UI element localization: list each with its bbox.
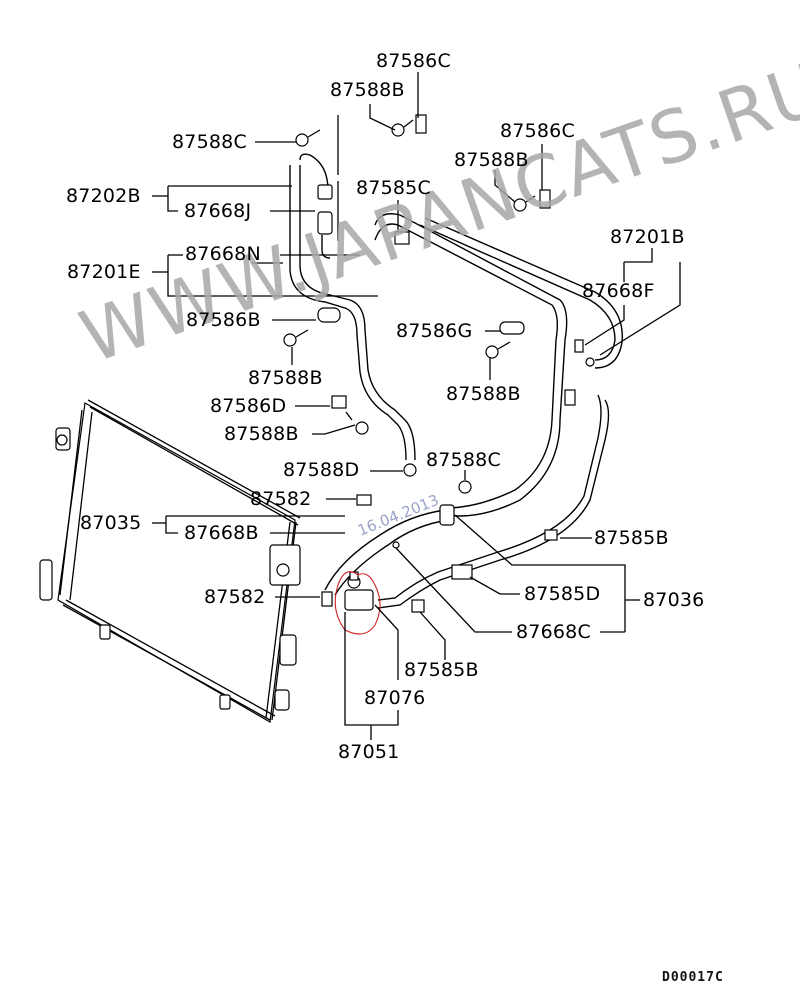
label-87586G[interactable]: 87586G xyxy=(396,320,473,342)
label-87202B[interactable]: 87202B xyxy=(66,185,141,207)
label-87668C[interactable]: 87668C xyxy=(516,621,591,643)
part-87076[interactable] xyxy=(334,571,381,635)
label-87201B[interactable]: 87201B xyxy=(610,226,685,248)
label-87588B-mid-right[interactable]: 87588B xyxy=(446,383,521,405)
label-87668J[interactable]: 87668J xyxy=(184,200,252,222)
label-87588C-lower[interactable]: 87588C xyxy=(426,449,501,471)
condenser[interactable] xyxy=(39,399,301,723)
label-87586B[interactable]: 87586B xyxy=(186,309,261,331)
label-87051[interactable]: 87051 xyxy=(338,741,400,763)
label-87588B-mid-left[interactable]: 87588B xyxy=(248,367,323,389)
label-87585C[interactable]: 87585C xyxy=(356,177,431,199)
label-87588C-top[interactable]: 87588C xyxy=(172,131,247,153)
label-87585D[interactable]: 87585D xyxy=(524,583,601,605)
label-87586C-right[interactable]: 87586C xyxy=(500,120,575,142)
pipe-87036[interactable] xyxy=(324,213,568,596)
label-87586D[interactable]: 87586D xyxy=(210,395,287,417)
label-87582-lower[interactable]: 87582 xyxy=(204,586,266,608)
label-87588D[interactable]: 87588D xyxy=(283,459,360,481)
label-87036[interactable]: 87036 xyxy=(643,589,705,611)
label-87668B[interactable]: 87668B xyxy=(184,522,259,544)
label-87668F[interactable]: 87668F xyxy=(582,280,655,302)
label-87588B-top[interactable]: 87588B xyxy=(330,79,405,101)
leader-lines xyxy=(152,72,681,740)
small-parts xyxy=(283,114,558,613)
drawing-code: D00017C xyxy=(662,970,724,985)
label-87201E[interactable]: 87201E xyxy=(67,261,141,283)
label-87582-upper[interactable]: 87582 xyxy=(250,488,312,510)
label-87668N[interactable]: 87668N xyxy=(185,243,261,265)
label-87588B-lower[interactable]: 87588B xyxy=(224,423,299,445)
label-87585B-lower[interactable]: 87585B xyxy=(404,659,479,681)
label-87586C-top[interactable]: 87586C xyxy=(376,50,451,72)
label-87035[interactable]: 87035 xyxy=(80,512,142,534)
label-87076[interactable]: 87076 xyxy=(364,687,426,709)
label-87588B-right[interactable]: 87588B xyxy=(454,149,529,171)
label-87585B-right[interactable]: 87585B xyxy=(594,527,669,549)
